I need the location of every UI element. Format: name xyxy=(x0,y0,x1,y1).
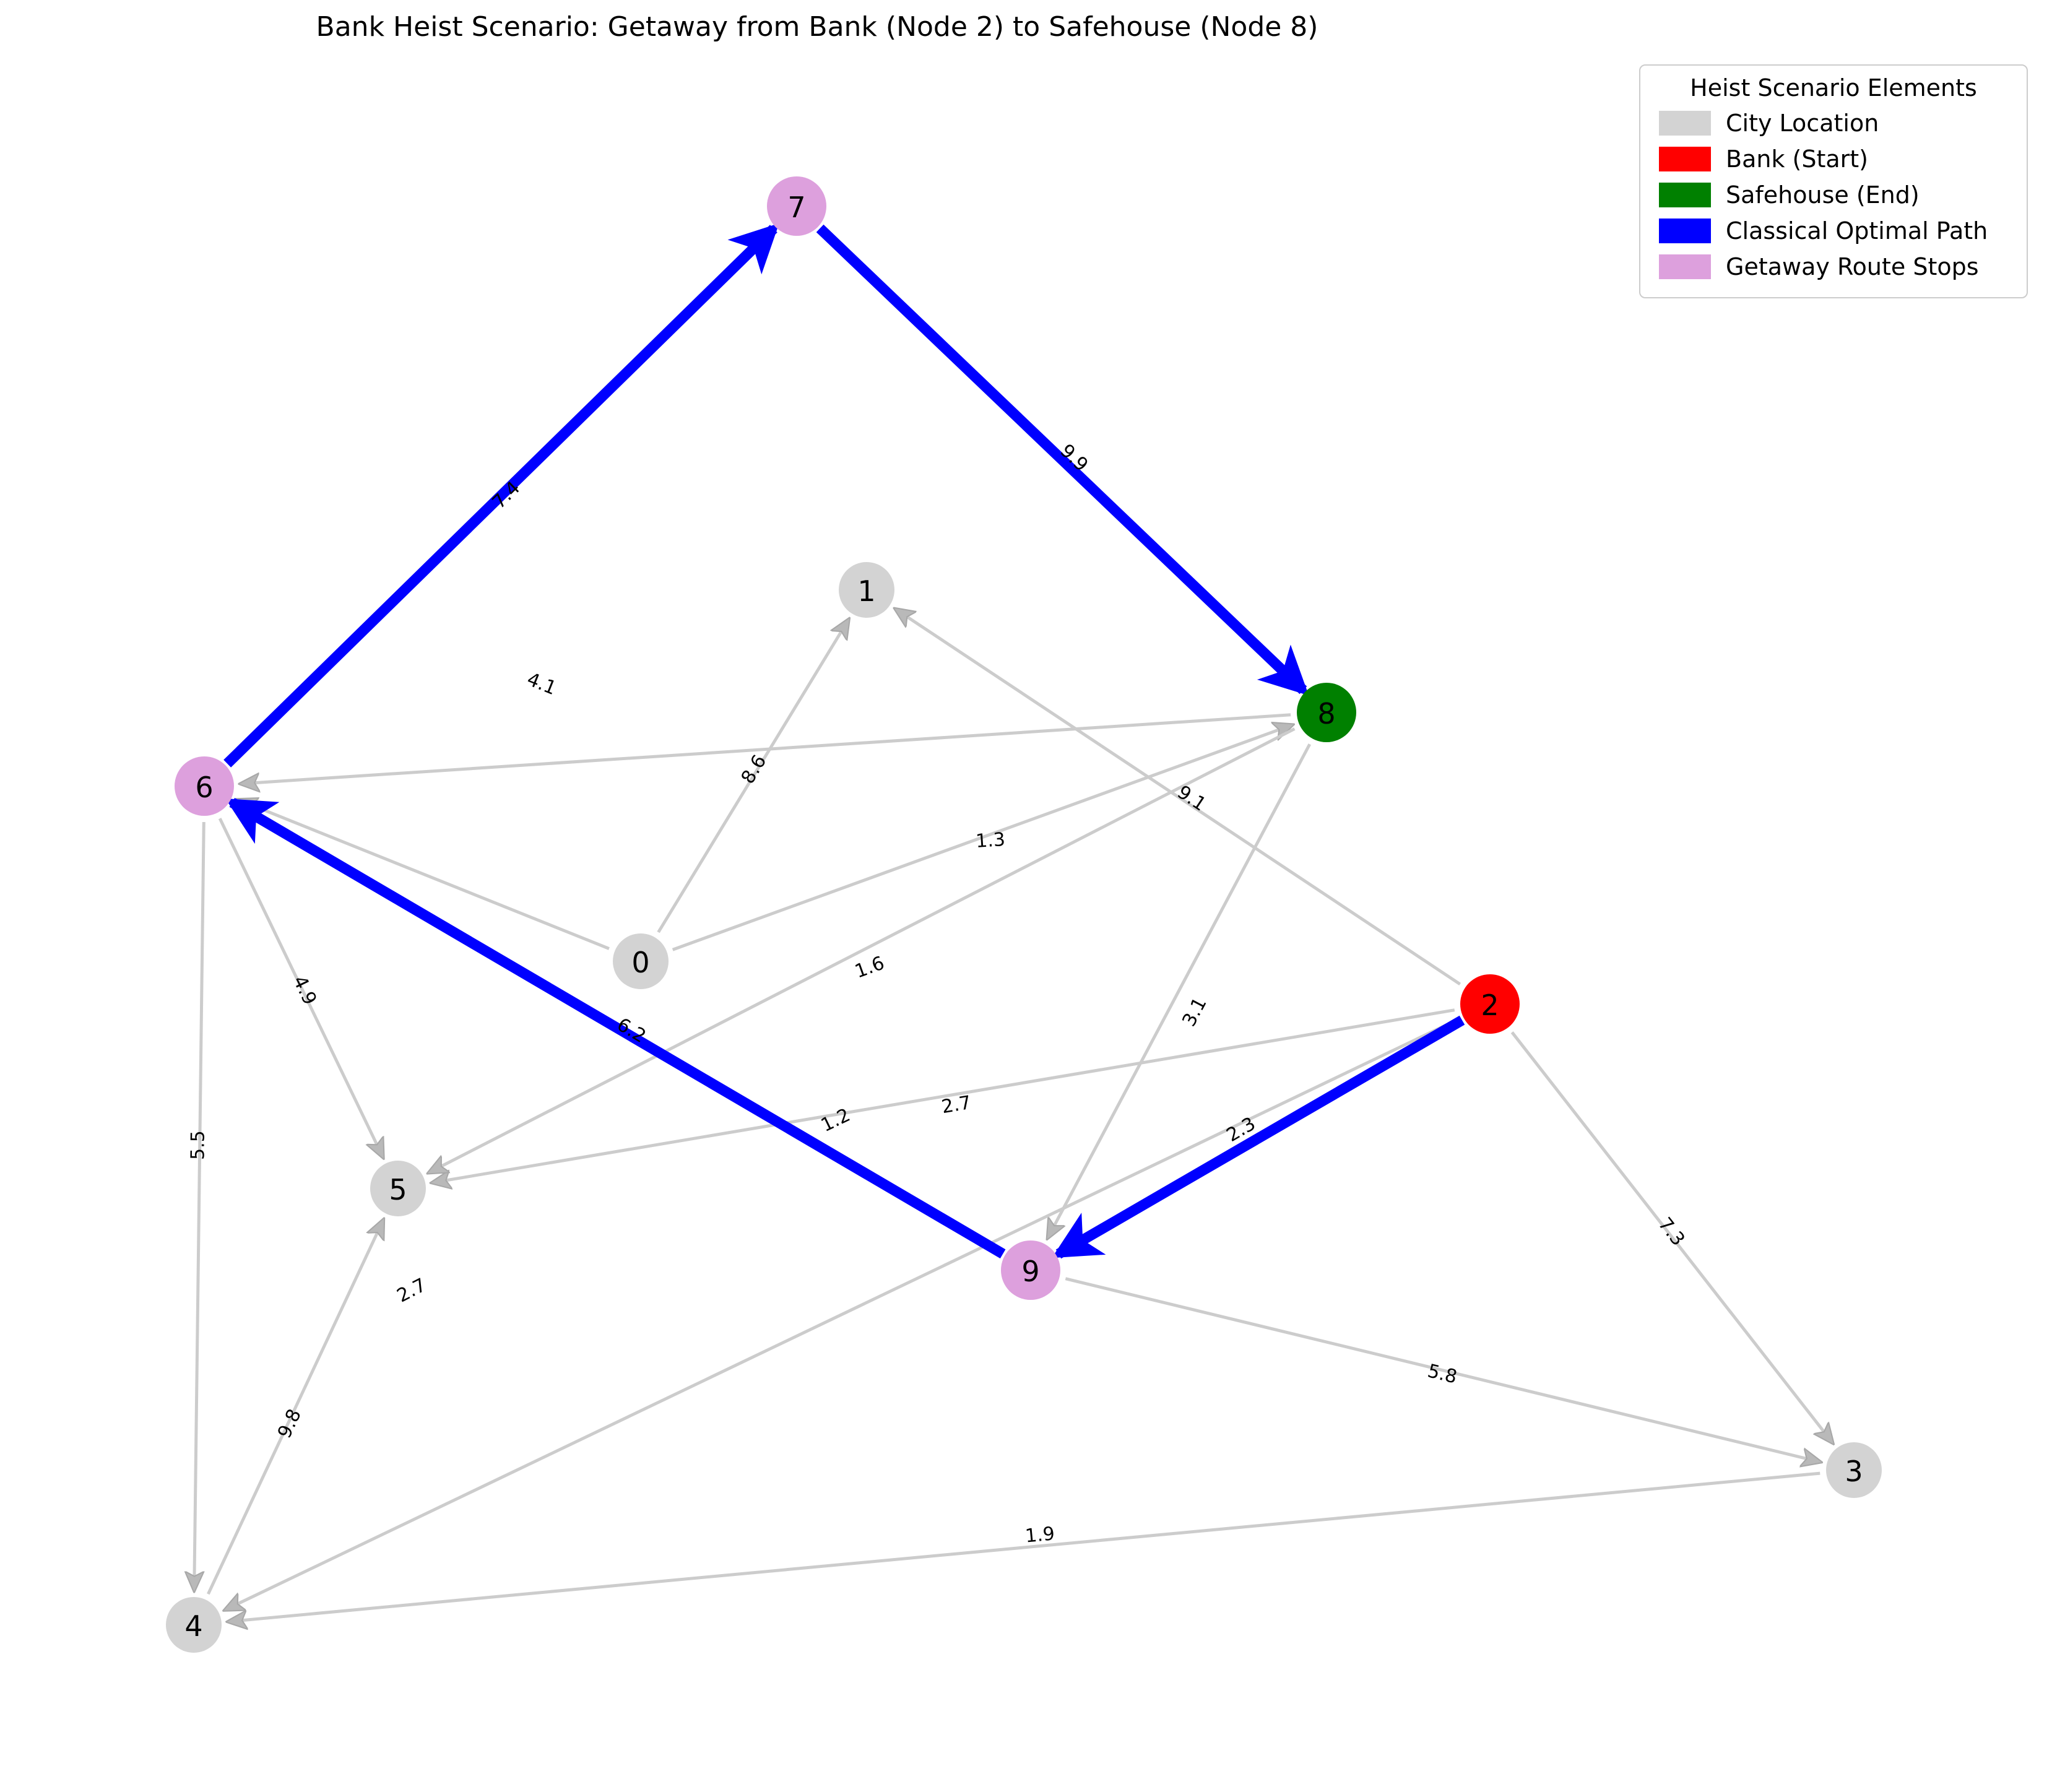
edge-weight-label: 2.7 xyxy=(940,1092,973,1118)
legend-color-swatch xyxy=(1659,254,1711,279)
edge-weight-label: 5.5 xyxy=(187,1130,209,1160)
graph-edge xyxy=(1047,743,1312,1239)
graph-edge xyxy=(816,224,1309,696)
graph-node-1[interactable]: 1 xyxy=(839,562,894,618)
graph-edge xyxy=(240,713,1291,784)
legend-item: Classical Optimal Path xyxy=(1654,213,2013,249)
nodes-layer: 0 1 2 3 4 5 6 7 8 9 xyxy=(166,176,1882,1653)
graph-edge xyxy=(1510,1031,1833,1444)
edge-weight-label: 1.2 xyxy=(818,1104,854,1136)
edge-weight-label: 9.1 xyxy=(1173,781,1210,816)
node-circle[interactable] xyxy=(1001,1240,1060,1300)
node-label: 2 xyxy=(1481,989,1499,1022)
node-label: 7 xyxy=(787,191,805,224)
legend-color-swatch xyxy=(1659,111,1711,136)
graph-node-8[interactable]: 8 xyxy=(1297,683,1356,742)
legend-item: Getaway Route Stops xyxy=(1654,249,2013,285)
node-label: 3 xyxy=(1845,1455,1863,1488)
legend-item-label: Classical Optimal Path xyxy=(1726,217,1988,245)
node-circle[interactable] xyxy=(1460,974,1520,1034)
graph-edge xyxy=(225,797,1006,1259)
node-circle[interactable] xyxy=(175,756,234,816)
node-label: 5 xyxy=(389,1173,407,1206)
node-circle[interactable] xyxy=(166,1597,222,1653)
legend-item: Bank (Start) xyxy=(1654,141,2013,177)
graph-node-2[interactable]: 2 xyxy=(1460,974,1520,1034)
edge-weight-label: 9.8 xyxy=(274,1406,306,1442)
node-label: 4 xyxy=(184,1609,202,1643)
graph-edge xyxy=(895,608,1461,985)
legend-color-swatch xyxy=(1659,219,1711,243)
node-label: 6 xyxy=(195,771,213,804)
graph-edge xyxy=(1065,1277,1820,1462)
edge-weight-label: 4.1 xyxy=(524,669,559,699)
legend-item-label: Safehouse (End) xyxy=(1726,181,1920,209)
graph-node-9[interactable]: 9 xyxy=(1001,1240,1060,1300)
page-title: Bank Heist Scenario: Getaway from Bank (… xyxy=(316,11,1318,43)
node-circle[interactable] xyxy=(370,1161,426,1216)
graph-edge xyxy=(238,800,610,950)
edge-weight-label: 3.1 xyxy=(1178,994,1211,1031)
legend-title: Heist Scenario Elements xyxy=(1690,74,1977,102)
legend-item: City Location xyxy=(1654,105,2013,141)
edge-weight-label: 9.9 xyxy=(1056,440,1093,476)
edge-weight-label: 1.9 xyxy=(1024,1523,1056,1547)
node-label: 0 xyxy=(631,946,649,979)
graph-edge xyxy=(228,1471,1820,1622)
graph-node-6[interactable]: 6 xyxy=(175,756,234,816)
legend-item-label: Getaway Route Stops xyxy=(1726,253,1979,280)
graph-edge xyxy=(657,619,849,933)
graph-edge xyxy=(672,725,1293,951)
node-label: 1 xyxy=(857,574,875,608)
graph-node-3[interactable]: 3 xyxy=(1826,1442,1882,1498)
graph-edge xyxy=(218,818,383,1158)
legend-color-swatch xyxy=(1659,147,1711,171)
graph-edge xyxy=(428,727,1296,1172)
node-label: 9 xyxy=(1021,1255,1039,1288)
graph-edge xyxy=(225,1018,1458,1610)
edge-weight-label: 2.7 xyxy=(394,1275,430,1307)
edge-weight-label: 5.8 xyxy=(1426,1360,1460,1388)
graph-node-5[interactable]: 5 xyxy=(370,1161,426,1216)
edge-weight-label: 1.6 xyxy=(852,952,888,982)
graph-edge xyxy=(207,1219,383,1595)
node-circle[interactable] xyxy=(839,562,894,618)
graph-node-0[interactable]: 0 xyxy=(613,933,669,989)
legend-item: Safehouse (End) xyxy=(1654,177,2013,213)
node-label: 8 xyxy=(1317,697,1335,730)
graph-node-7[interactable]: 7 xyxy=(767,176,826,236)
node-circle[interactable] xyxy=(1826,1442,1882,1498)
graph-edge xyxy=(431,1008,1455,1183)
graph-edge xyxy=(223,223,779,768)
graph-edge xyxy=(1052,1015,1465,1259)
node-circle[interactable] xyxy=(613,933,669,989)
node-circle[interactable] xyxy=(767,176,826,236)
legend-color-swatch xyxy=(1659,183,1711,207)
legend-item-label: Bank (Start) xyxy=(1726,145,1869,173)
edge-weight-label: 1.3 xyxy=(975,829,1006,852)
legend-item-label: City Location xyxy=(1726,110,1879,137)
graph-node-4[interactable]: 4 xyxy=(166,1597,222,1653)
edge-weight-label: 4.9 xyxy=(288,972,321,1008)
node-circle[interactable] xyxy=(1297,683,1356,742)
edges-layer xyxy=(194,223,1833,1622)
graph-edge xyxy=(194,821,206,1591)
